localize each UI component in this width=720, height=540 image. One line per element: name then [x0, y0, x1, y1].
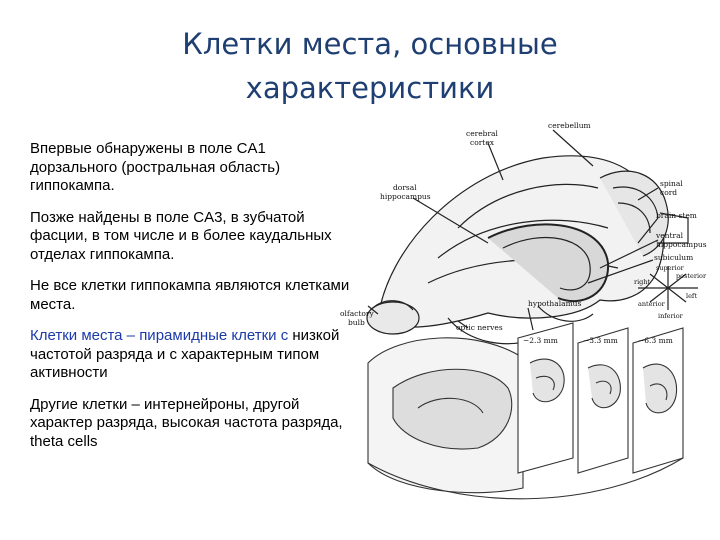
label-olfactory-1: olfactory	[340, 309, 374, 318]
label-spinal-2: cord	[660, 188, 677, 197]
label-section-3: −6.3 mm	[638, 336, 673, 345]
pyramidal-rest: низкой частотой разряда и с характерным …	[30, 327, 340, 381]
label-spinal-1: spinal	[660, 179, 683, 188]
label-section-2: −3.3 mm	[583, 336, 618, 345]
label-left: left	[686, 292, 697, 300]
label-ventral-1: ventral	[655, 231, 684, 240]
paragraph-ca1: Впервые обнаружены в поле CA1 дорзальног…	[30, 140, 281, 194]
label-ventral-2: hippocampus	[656, 240, 707, 249]
label-posterior: posterior	[676, 272, 707, 280]
label-olfactory-2: bulb	[348, 318, 365, 327]
label-cerebral-2: cortex	[470, 138, 495, 147]
slide-title: Клетки места, основные характеристики	[120, 22, 620, 110]
title-line-1: Клетки места, основные	[182, 27, 558, 61]
label-cerebral-1: cerebral	[466, 129, 499, 138]
label-subiculum: subiculum	[654, 253, 693, 262]
brain-figure: cerebellum cerebral cortex spinal cord d…	[338, 118, 714, 523]
label-cerebellum: cerebellum	[548, 121, 591, 130]
title-line-2: характеристики	[245, 71, 495, 105]
label-dorsal-1: dorsal	[393, 183, 417, 192]
label-inferior: inferior	[658, 312, 684, 320]
paragraph-not-all: Не все клетки гиппокампа являются клетка…	[30, 277, 350, 313]
label-right: right	[634, 278, 651, 286]
brain-illustration: cerebellum cerebral cortex spinal cord d…	[340, 121, 707, 500]
label-superior: superior	[656, 264, 685, 272]
label-optic-nerves: optic nerves	[456, 323, 503, 332]
label-brain-stem: brain stem	[656, 211, 697, 220]
paragraph-interneurons: Другие клетки – интернейроны, другой хар…	[30, 395, 343, 450]
pyramidal-highlight: Клетки места – пирамидные клетки с	[30, 327, 289, 344]
label-anterior: anterior	[638, 300, 666, 308]
paragraph-ca3: Позже найдены в поле CA3, в зубчатой фас…	[30, 208, 332, 263]
label-section-1: −2.3 mm	[523, 336, 558, 345]
text-column: Впервые обнаружены в поле CA1 дорзальног…	[30, 140, 350, 464]
label-dorsal-2: hippocampus	[380, 192, 431, 201]
paragraph-pyramidal: Клетки места – пирамидные клетки с низко…	[30, 327, 350, 383]
label-hypothalamus: hypothalamus	[528, 299, 582, 308]
